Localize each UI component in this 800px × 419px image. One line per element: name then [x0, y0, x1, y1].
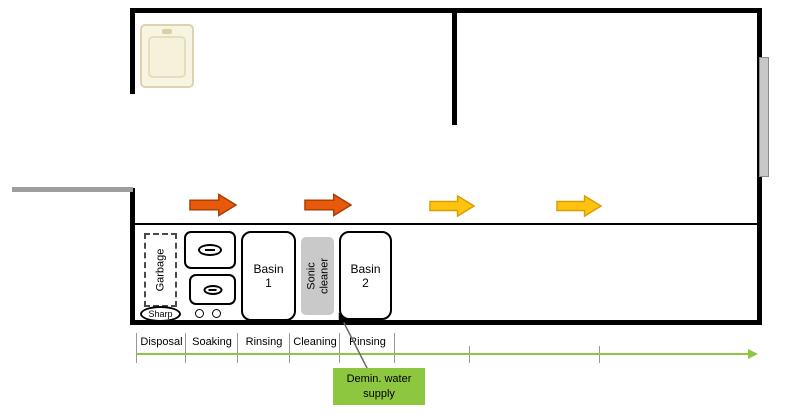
- flow-arrow-1-icon: [189, 192, 238, 218]
- timeline-arrowhead-icon: [748, 349, 758, 359]
- wall-left-upper: [130, 8, 135, 94]
- zone-label-soaking: Soaking: [192, 336, 232, 348]
- drain-icon: [203, 284, 222, 295]
- zone-tick: [185, 333, 186, 363]
- callout-pointer-icon: [338, 312, 369, 371]
- demin-water-callout: Demin. water supply: [333, 368, 425, 405]
- garbage-bin: Garbage: [144, 233, 177, 307]
- right-door-panel: [759, 57, 769, 177]
- drain-icon: [198, 244, 222, 256]
- zone-label-rinsing-2: Rinsing: [349, 336, 386, 348]
- flow-arrow-4-icon: [556, 194, 603, 218]
- zone-tick: [237, 333, 238, 363]
- basin-1-label: Basin 1: [253, 262, 284, 290]
- zone-label-cleaning: Cleaning: [293, 336, 337, 348]
- basin-2-label: Basin 2: [350, 261, 381, 290]
- garbage-label: Garbage: [154, 248, 167, 292]
- zone-label-disposal: Disposal: [140, 336, 183, 348]
- basin-1: Basin 1: [241, 231, 296, 321]
- wall-bottom: [130, 320, 762, 325]
- wall-top: [130, 8, 762, 13]
- drain-slot-icon: [205, 249, 215, 251]
- counter-edge: [135, 223, 757, 225]
- soaking-sink-top: [184, 231, 236, 269]
- sharps-container: Sharp: [140, 306, 181, 322]
- flow-arrow-2-icon: [304, 192, 353, 218]
- faucet-knob-icon: [195, 309, 204, 318]
- sonic-cleaner-label: Sonic cleaner: [304, 257, 330, 295]
- zone-tick: [339, 333, 340, 363]
- zone-label-rinsing-1: Rinsing: [245, 336, 283, 348]
- demin-water-callout-label: Demin. water supply: [346, 372, 412, 400]
- zone-tick: [289, 333, 290, 363]
- zone-tick: [394, 333, 395, 363]
- soaking-sink-bottom: [189, 274, 236, 305]
- basin-2: Basin 2: [339, 231, 392, 320]
- wall-left-lower: [130, 188, 135, 325]
- process-timeline: [137, 353, 749, 355]
- sharps-label: Sharp: [148, 309, 173, 319]
- faucet-knob-icon: [212, 309, 221, 318]
- sonic-cleaner: Sonic cleaner: [301, 237, 334, 315]
- sink-icon: [140, 24, 194, 88]
- wall-partition: [452, 8, 457, 125]
- entry-wall: [12, 187, 133, 192]
- flow-arrow-3-icon: [429, 194, 476, 218]
- sink-bowl-icon: [148, 36, 186, 78]
- sink-faucet-icon: [162, 29, 172, 34]
- drain-slot-icon: [208, 288, 217, 291]
- zone-tick: [136, 333, 137, 363]
